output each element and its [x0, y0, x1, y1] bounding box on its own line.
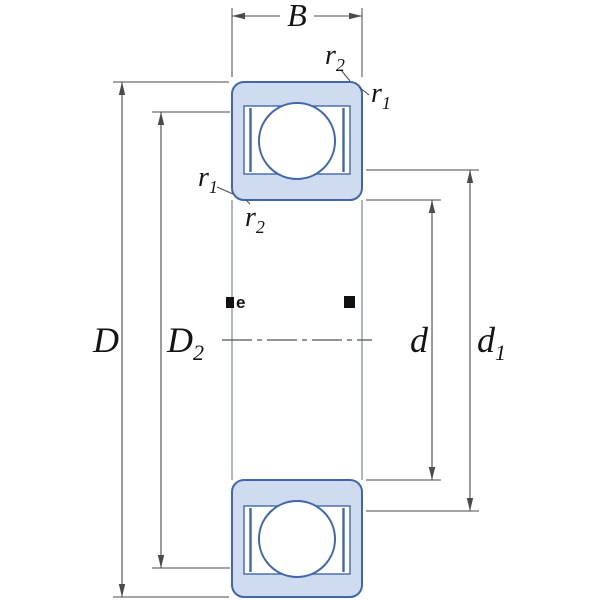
label-d: d — [410, 320, 429, 360]
arrow-D-bottom — [118, 584, 126, 597]
watermark-fragment-left — [226, 297, 234, 308]
label-r2-top: r2 — [325, 40, 345, 75]
arrow-d-top — [428, 200, 436, 213]
watermark: e — [226, 293, 355, 312]
bearing-bottom-section — [231, 479, 363, 598]
extension-lines — [113, 8, 479, 598]
label-D: D — [92, 320, 119, 360]
leader-lines — [216, 69, 370, 205]
leader-r2-top — [340, 69, 351, 82]
label-D2: D2 — [166, 320, 204, 365]
label-d1: d1 — [477, 320, 506, 365]
arrow-d-bottom — [428, 467, 436, 480]
leader-r1-right — [358, 86, 370, 96]
leader-r2-left — [245, 199, 251, 205]
label-r1-left: r1 — [198, 162, 218, 197]
label-r2-left: r2 — [245, 202, 265, 237]
label-r1-right: r1 — [371, 78, 391, 113]
top-ball — [258, 102, 336, 180]
watermark-fragment-right — [344, 296, 355, 308]
arrow-B-right — [349, 12, 362, 20]
arrow-d1-bottom — [466, 498, 474, 511]
arrow-D2-bottom — [157, 555, 165, 568]
label-B: B — [287, 0, 307, 33]
bottom-ball — [258, 500, 336, 578]
leader-r1-left — [216, 186, 234, 195]
dimension-arrows — [118, 12, 474, 597]
arrow-D2-top — [157, 112, 165, 125]
arrow-D-top — [118, 82, 126, 95]
arrow-d1-top — [466, 170, 474, 183]
bearing-top-section — [231, 81, 363, 201]
arrow-B-left — [232, 12, 245, 20]
watermark-fragment-text: e — [236, 293, 245, 312]
